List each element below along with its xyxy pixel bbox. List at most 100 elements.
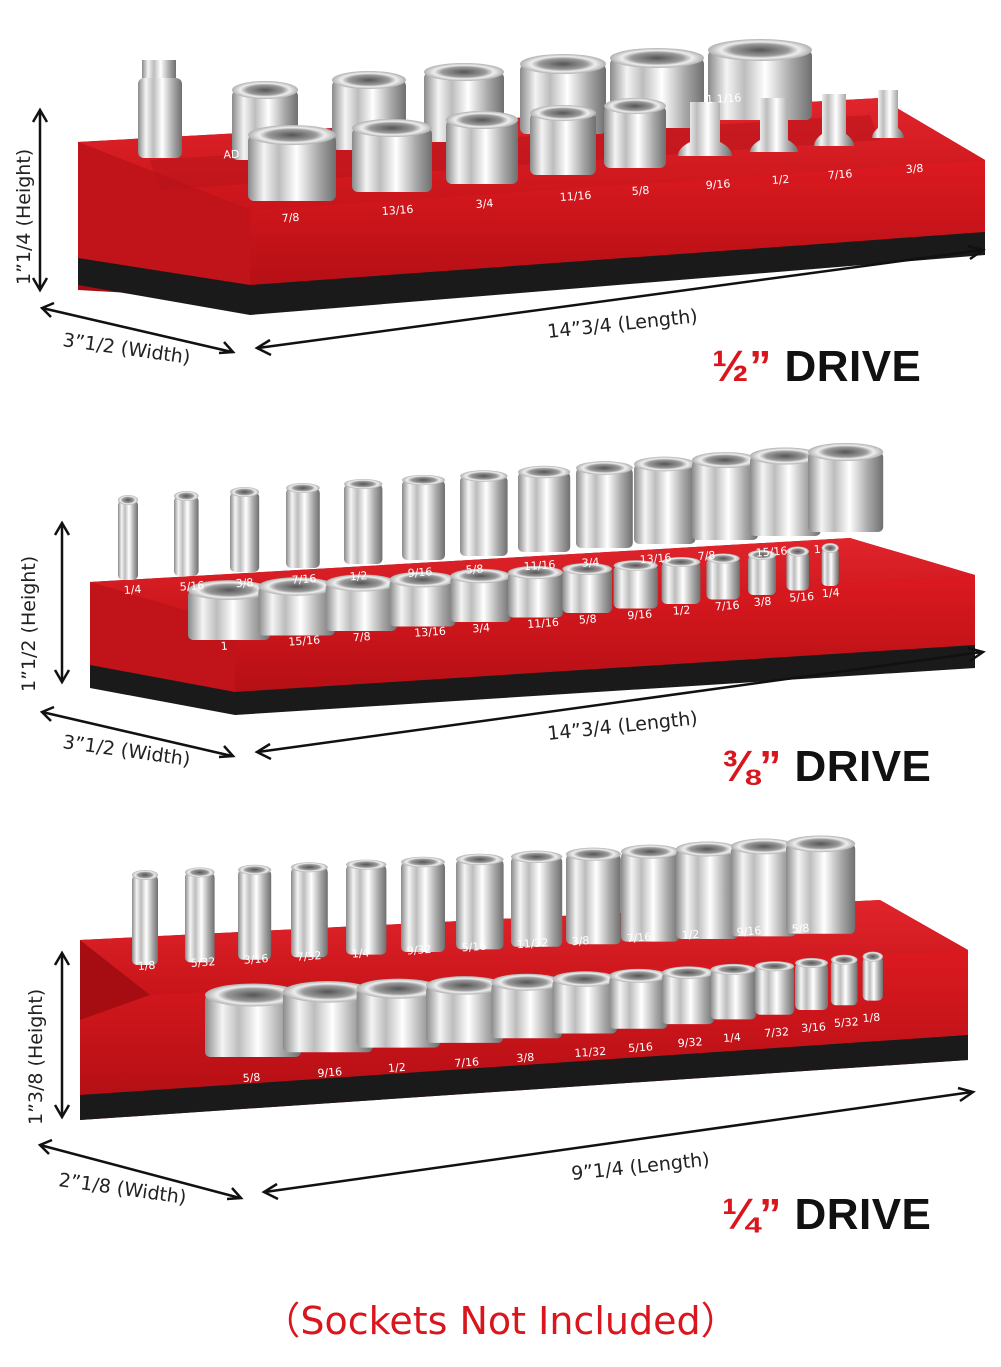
drive-word: DRIVE: [784, 342, 922, 391]
socket: [830, 954, 858, 1006]
size-label: 1/2: [349, 569, 368, 583]
length-label: 9”1/4 (Length): [570, 1149, 710, 1185]
size-label: 5/8: [631, 184, 650, 198]
size-label: 5/8: [579, 612, 598, 626]
size-label: 11/16: [523, 558, 556, 573]
size-label: 1: [813, 543, 821, 556]
size-label: 3/4: [472, 621, 491, 635]
size-label: 7/32: [764, 1025, 790, 1040]
socket: [356, 978, 440, 1048]
dimension-arrows: [31, 107, 986, 357]
socket: [230, 487, 260, 572]
socket: [518, 465, 571, 552]
size-label: AD: [223, 148, 240, 162]
socket: [754, 961, 795, 1015]
size-label: 9/16: [317, 1065, 343, 1080]
socket: [174, 491, 199, 576]
size-label: 11/32: [516, 936, 549, 951]
socket: [238, 864, 272, 960]
panel-three-eighths-drive: 1/4 5/16 3/8 7/16 1/2 9/16 5/8 11/16 3/4 13/16 7/8…: [0, 430, 1001, 810]
size-label: 7/8: [697, 549, 716, 563]
socket: [188, 580, 270, 640]
size-label: 9/16: [705, 177, 731, 192]
size-label: 15/16: [755, 544, 788, 559]
socket: [821, 543, 839, 586]
drive-fraction: ½”: [712, 342, 772, 391]
socket: [460, 470, 508, 556]
width-label: 2”1/8 (Width): [57, 1169, 187, 1209]
socket: [750, 447, 821, 536]
size-label: 1/8: [862, 1011, 881, 1025]
height-label: 1”3/8 (Height): [25, 989, 47, 1125]
socket: [662, 966, 714, 1025]
size-label: 3/8: [516, 1051, 535, 1065]
size-label: 13/16: [414, 625, 447, 640]
socket: [566, 847, 621, 945]
size-label: 7/16: [626, 930, 652, 945]
size-label: 3/16: [801, 1020, 827, 1035]
socket: [795, 958, 828, 1010]
width-label: 3”1/2 (Width): [61, 329, 191, 369]
socket: [426, 976, 504, 1043]
socket: [808, 442, 884, 532]
drive-fraction: ¼”: [722, 1190, 782, 1239]
socket: [132, 870, 158, 965]
size-label: 1 1/16: [706, 91, 742, 106]
size-label: 5/8: [242, 1071, 261, 1085]
dimension-arrows: [37, 950, 976, 1201]
socket: [706, 553, 740, 600]
socket: [634, 456, 696, 544]
socket: [205, 983, 301, 1057]
drive-size-title: ⅜” DRIVE: [722, 742, 931, 792]
size-label: 5/16: [179, 579, 205, 594]
adapter: [138, 60, 182, 158]
size-label: 9/32: [677, 1035, 703, 1050]
socket: [258, 577, 336, 636]
magnetic-base: [90, 645, 975, 715]
size-label: 3/8: [235, 576, 254, 590]
magnetic-base: [78, 232, 985, 315]
size-label: 3/4: [475, 197, 494, 211]
height-label: 1”1/4 (Height): [13, 149, 35, 285]
socket: [118, 495, 138, 580]
size-label: 7/16: [827, 167, 853, 182]
size-label: 3/16: [243, 952, 269, 967]
size-label: 1/8: [137, 959, 156, 973]
socket: [786, 835, 856, 934]
size-label: 11/32: [574, 1045, 607, 1060]
socket: [552, 971, 617, 1034]
socket: [282, 981, 373, 1053]
size-label: 13/16: [381, 203, 414, 218]
size-label: 1/4: [822, 586, 841, 600]
size-label: 5/16: [628, 1040, 654, 1055]
size-label: 1: [220, 640, 228, 653]
size-label: 5/8: [465, 562, 484, 576]
size-label: 11/16: [559, 189, 592, 204]
front-row-labels: 7/8 13/16 3/4 11/16 5/8 9/16 1/2 7/16 3/…: [281, 162, 924, 225]
size-label: 5/32: [834, 1015, 860, 1030]
socket: [389, 571, 456, 627]
front-row-sockets: [205, 951, 883, 1057]
socket: [510, 850, 563, 947]
size-label: 7/16: [291, 572, 317, 587]
socket: [402, 474, 445, 560]
size-label: 3/8: [571, 934, 590, 948]
size-label: 1/2: [388, 1061, 407, 1075]
socket: [661, 557, 701, 604]
socket: [692, 452, 758, 540]
size-label: 11/16: [527, 616, 560, 631]
socket: [862, 951, 883, 1001]
back-row-labels: AD 1 1/16: [223, 91, 742, 162]
socket: [710, 963, 757, 1020]
tray-illustration-three-eighths: 1/4 5/16 3/8 7/16 1/2 9/16 5/8 11/16 3/4 13/16 7/8…: [18, 442, 986, 771]
size-label: 7/8: [353, 630, 372, 644]
size-label: 9/16: [627, 608, 653, 623]
drive-size-title: ¼” DRIVE: [722, 1190, 931, 1240]
size-label: 1/4: [723, 1031, 742, 1045]
size-label: 9/16: [736, 924, 762, 939]
socket: [491, 973, 563, 1039]
